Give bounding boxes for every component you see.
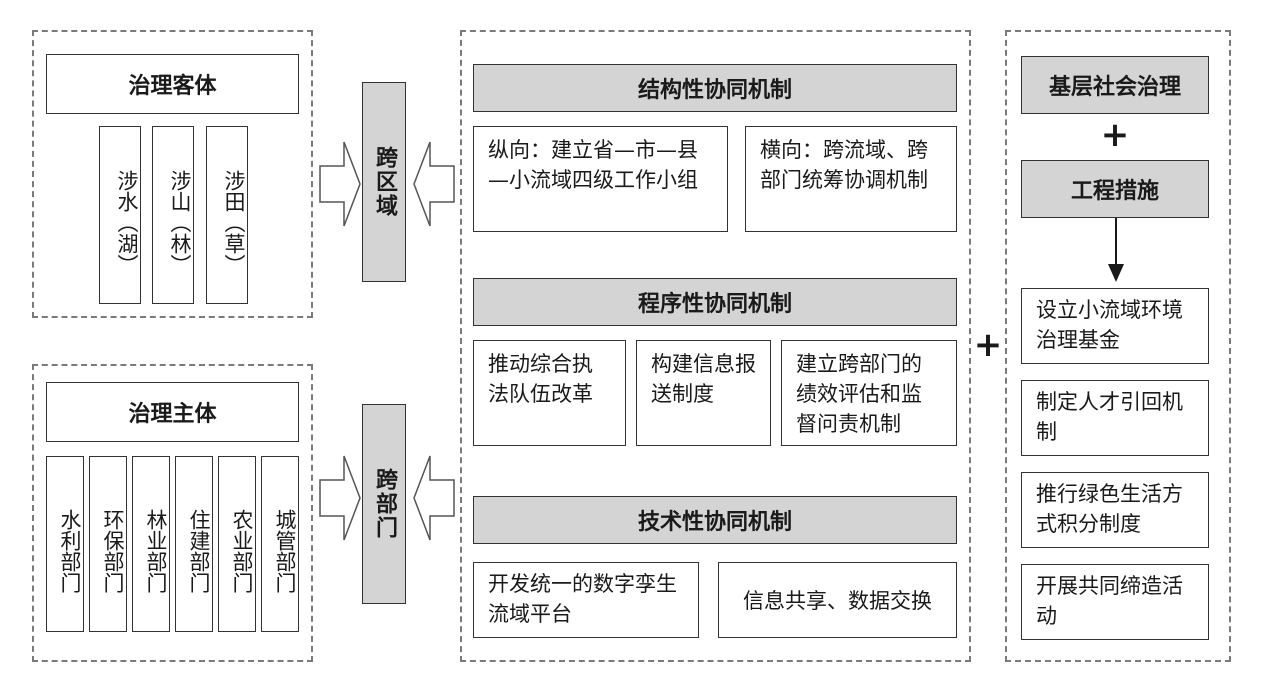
plus-sign: + [973,325,1003,365]
technical-mechanism-title: 技术性协同机制 [473,496,957,544]
subject-item-forestry: 林业部门 [132,456,170,632]
object-item-water: 涉水（湖） [99,126,141,304]
arrow-down-icon [1108,218,1124,282]
subject-item-environment: 环保部门 [89,456,127,632]
subjects-group [32,364,313,662]
technical-sharing-text: 信息共享、数据交换 [743,589,932,613]
arrow-left-icon [413,455,455,541]
right-group [1005,30,1231,662]
cross-department-label: 跨部门 [362,404,406,604]
structural-vertical-box: 纵向：建立省—市—县—小流域四级工作小组 [473,126,728,232]
objects-group [32,30,313,318]
measure-talent-box: 制定人才引回机制 [1021,380,1209,456]
procedural-evaluation-box: 建立跨部门的绩效评估和监督问责机制 [781,340,957,446]
cross-region-label: 跨区域 [362,82,406,282]
mechanisms-group [460,30,971,662]
object-item-field: 涉田（草） [206,126,248,304]
procedural-enforcement-box: 推动综合执法队伍改革 [473,340,626,446]
measure-co-creation-box: 开展共同缔造活动 [1021,564,1209,640]
arrow-right-icon [319,141,361,227]
measure-fund-box: 设立小流域环境治理基金 [1021,288,1209,364]
procedural-reporting-box: 构建信息报送制度 [636,340,771,446]
subject-item-housing: 住建部门 [175,456,213,632]
technical-sharing-box: 信息共享、数据交换 [718,562,957,638]
plus-sign: + [1100,115,1130,155]
subjects-title: 治理主体 [46,382,299,442]
technical-platform-box: 开发统一的数字孪生流域平台 [473,562,699,638]
structural-horizontal-box: 横向：跨流域、跨部门统筹协调机制 [745,126,957,232]
procedural-mechanism-title: 程序性协同机制 [473,278,957,326]
object-item-mountain: 涉山（林） [152,126,194,304]
structural-mechanism-title: 结构性协同机制 [473,64,957,112]
subject-item-water-resources: 水利部门 [46,456,84,632]
engineering-measures-box: 工程措施 [1021,160,1209,218]
measure-green-life-box: 推行绿色生活方式积分制度 [1021,472,1209,548]
arrow-right-icon [319,455,361,541]
grassroots-governance-box: 基层社会治理 [1021,56,1209,114]
arrow-left-icon [413,141,455,227]
objects-title: 治理客体 [46,54,299,114]
subject-item-urban-management: 城管部门 [261,456,299,632]
subject-item-agriculture: 农业部门 [218,456,256,632]
